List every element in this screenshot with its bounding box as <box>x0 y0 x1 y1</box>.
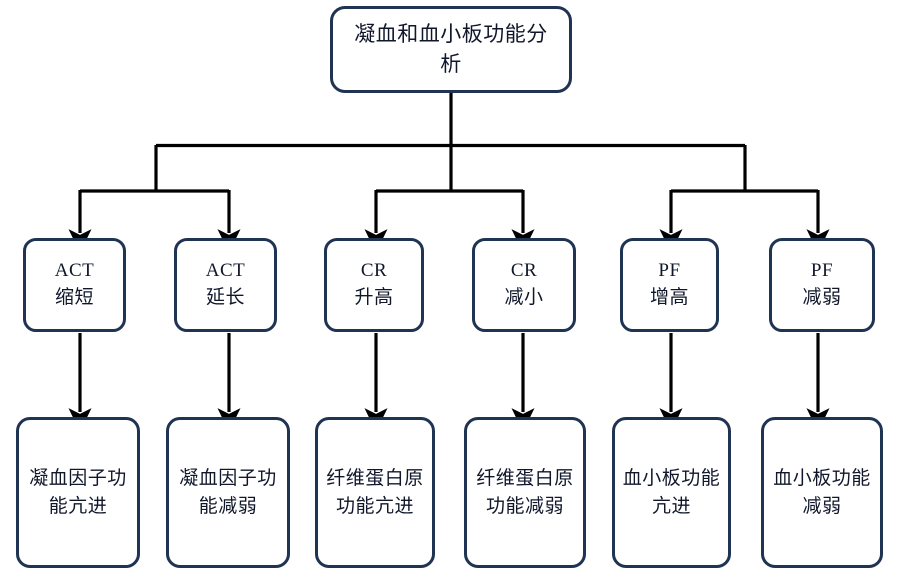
node-platelet-hyperfunction-label: 血小板功能亢进 <box>622 467 721 517</box>
node-platelet-hypofunction-label: 血小板功能减弱 <box>773 467 871 517</box>
node-root-label: 凝血和血小板功能分析 <box>354 22 548 76</box>
node-pf-increased-label: PF 增高 <box>649 260 689 308</box>
node-cr-increased[interactable]: CR 升高 <box>324 238 424 332</box>
node-cr-decreased-label: CR 减小 <box>504 260 544 308</box>
node-pf-decreased[interactable]: PF 减弱 <box>769 238 875 332</box>
node-cr-decreased[interactable]: CR 减小 <box>472 238 576 332</box>
node-act-shortened[interactable]: ACT 缩短 <box>23 238 126 332</box>
node-act-shortened-label: ACT 缩短 <box>54 260 95 308</box>
node-fibrinogen-hyperfunction-label: 纤维蛋白原功能亢进 <box>326 467 424 517</box>
node-root[interactable]: 凝血和血小板功能分析 <box>330 6 572 93</box>
node-fibrinogen-hyperfunction[interactable]: 纤维蛋白原功能亢进 <box>315 417 435 568</box>
node-platelet-hyperfunction[interactable]: 血小板功能亢进 <box>612 417 731 568</box>
node-pf-decreased-label: PF 减弱 <box>802 260 842 308</box>
node-coagulation-factor-hyperfunction-label: 凝血因子功能亢进 <box>29 467 127 517</box>
node-platelet-hypofunction[interactable]: 血小板功能减弱 <box>761 417 883 568</box>
node-coagulation-factor-hypofunction[interactable]: 凝血因子功能减弱 <box>166 417 290 568</box>
node-cr-increased-label: CR 升高 <box>354 260 394 308</box>
node-act-prolonged-label: ACT 延长 <box>205 260 246 308</box>
node-coagulation-factor-hyperfunction[interactable]: 凝血因子功能亢进 <box>16 417 140 568</box>
node-act-prolonged[interactable]: ACT 延长 <box>174 238 277 332</box>
node-pf-increased[interactable]: PF 增高 <box>620 238 719 332</box>
node-coagulation-factor-hypofunction-label: 凝血因子功能减弱 <box>179 467 277 517</box>
node-fibrinogen-hypofunction-label: 纤维蛋白原功能减弱 <box>476 467 574 517</box>
node-fibrinogen-hypofunction[interactable]: 纤维蛋白原功能减弱 <box>464 417 586 568</box>
